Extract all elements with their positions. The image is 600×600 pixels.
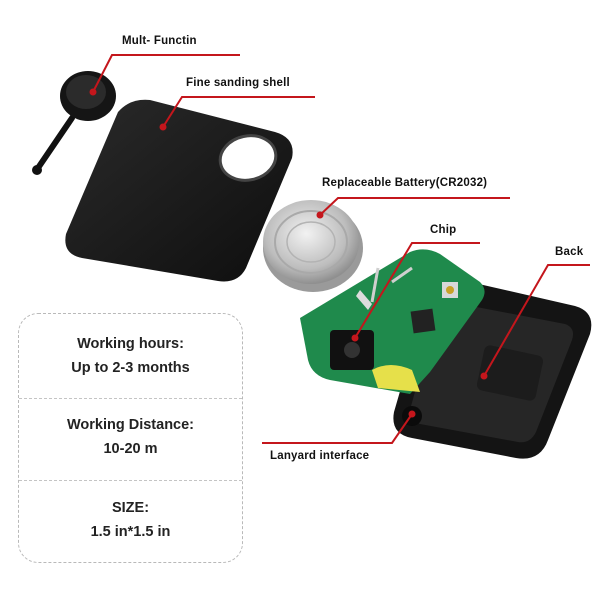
label-shell: Fine sanding shell	[186, 77, 290, 89]
spec-hours-title: Working hours:	[77, 336, 184, 352]
callout-line-battery	[319, 197, 510, 216]
spec-size-value: 1.5 in*1.5 in	[90, 524, 171, 540]
spec-distance: Working Distance: 10-20 m	[19, 413, 242, 461]
spec-size: SIZE: 1.5 in*1.5 in	[19, 496, 242, 544]
label-multi-function: Mult- Functin	[122, 35, 197, 47]
spec-hours: Working hours: Up to 2-3 months	[19, 332, 242, 380]
label-back: Back	[555, 246, 584, 258]
spec-distance-value: 10-20 m	[103, 441, 158, 457]
coin-battery	[263, 200, 363, 292]
circuit-board	[300, 249, 485, 394]
label-battery: Replaceable Battery(CR2032)	[322, 177, 488, 189]
spec-hours-value: Up to 2-3 months	[71, 360, 190, 376]
spec-size-title: SIZE:	[111, 500, 150, 516]
label-lanyard: Lanyard interface	[270, 450, 370, 462]
spec-distance-title: Working Distance:	[66, 417, 195, 433]
callout-line-back	[483, 264, 590, 377]
callout-line-multi-function	[92, 54, 240, 93]
spec-card: Working hours: Up to 2-3 months Working …	[18, 313, 243, 563]
spec-divider	[19, 398, 242, 399]
spec-divider	[19, 480, 242, 481]
callout-line-shell	[162, 96, 315, 128]
callout-line-chip	[354, 242, 480, 339]
front-shell	[65, 99, 293, 282]
keychain-button	[32, 71, 116, 175]
label-chip: Chip	[430, 224, 457, 236]
callout-line-lanyard	[262, 413, 413, 444]
callout-lines	[89, 54, 590, 444]
